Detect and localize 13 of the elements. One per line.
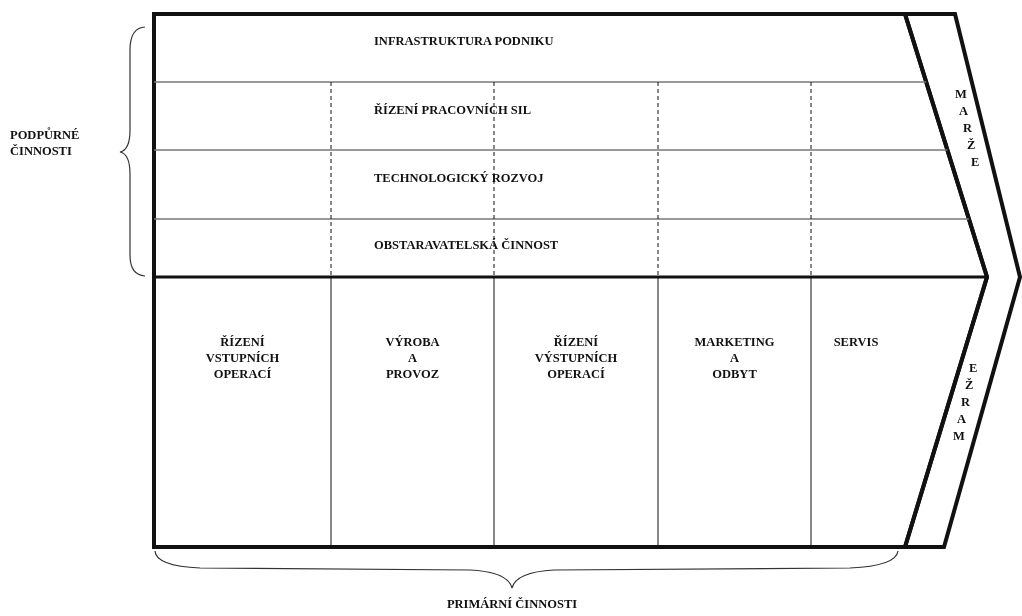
activity-label: VÝROBA A PROVOZ: [333, 334, 492, 382]
activity-label: OBSTARAVATELSKÁ ČINNOST: [374, 237, 559, 253]
activity-label: ŘÍZENÍ VÝSTUPNÍCH OPERACÍ: [496, 334, 656, 382]
activity-label: MARKETING A ODBYT: [660, 334, 809, 382]
activity-label: ŘÍZENÍ PRACOVNÍCH SIL: [374, 102, 531, 118]
vertical-label: MARŽE: [955, 86, 983, 171]
activity-label: ŘÍZENÍ VSTUPNÍCH OPERACÍ: [156, 334, 329, 382]
vertical-label: EŽRAM: [953, 360, 981, 445]
activity-label: SERVIS: [813, 334, 899, 350]
activity-label: INFRASTRUKTURA PODNIKU: [374, 33, 554, 49]
group-label: PODPŮRNÉ ČINNOSTI: [10, 127, 81, 159]
activity-label: TECHNOLOGICKÝ ROZVOJ: [374, 170, 544, 186]
group-label: PRIMÁRNÍ ČINNOSTI: [445, 596, 579, 612]
